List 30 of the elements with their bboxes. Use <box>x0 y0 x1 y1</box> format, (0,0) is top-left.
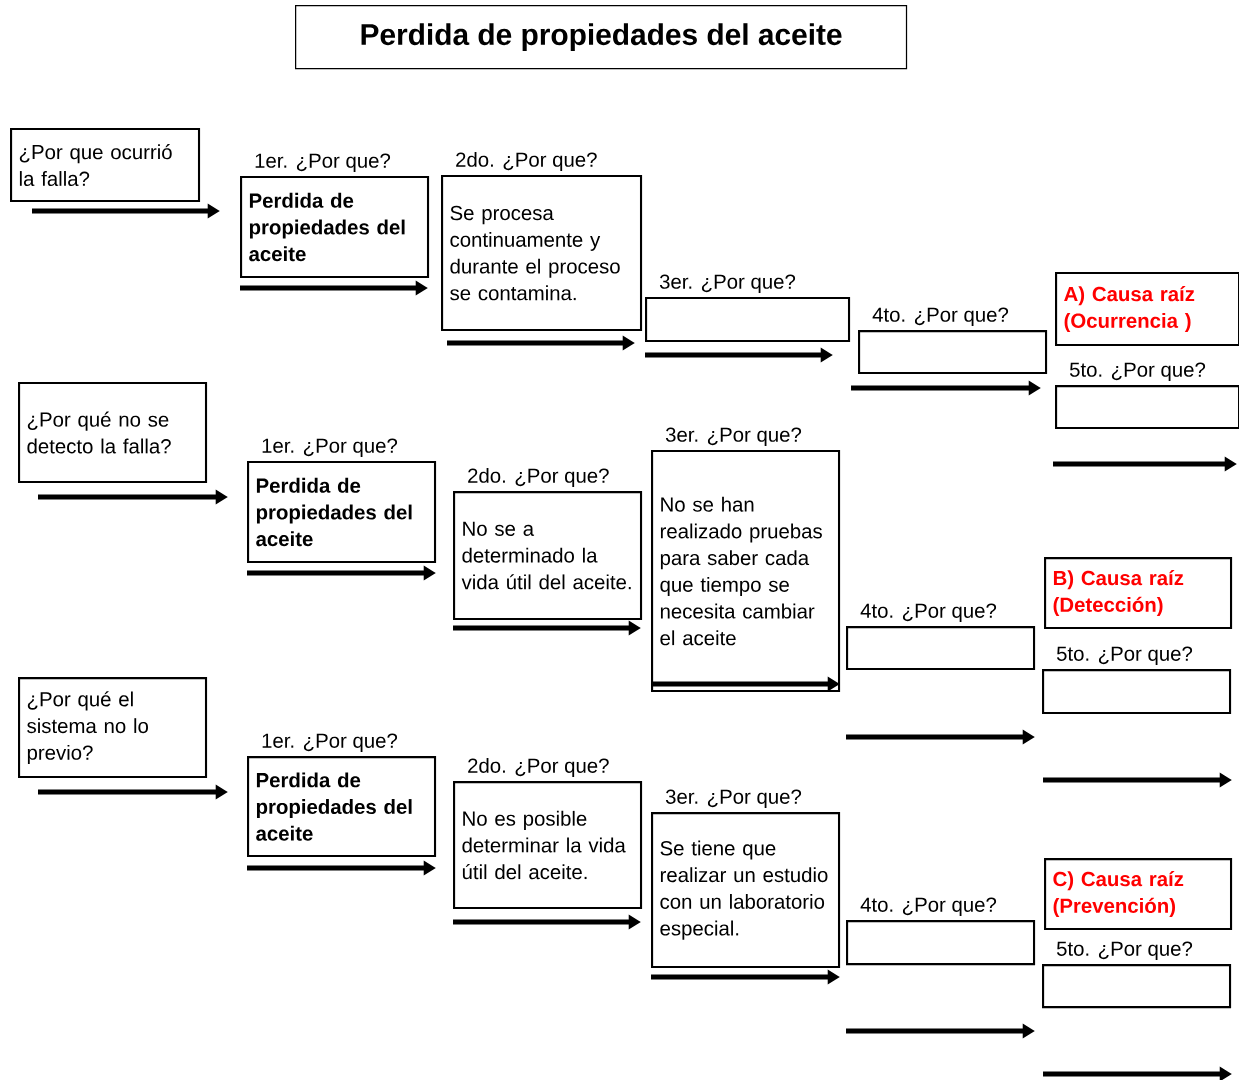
question-box: ¿Por qué el sistema no lo previo? <box>18 677 208 779</box>
box-heading: 2do. ¿Por que? <box>468 467 609 487</box>
box-heading: 2do. ¿Por que? <box>468 757 609 777</box>
answer-box: No se a determinado la vida útil del aceite. <box>453 491 643 621</box>
answer-box: No es posible determinar la vida útil del aceite. <box>453 781 643 910</box>
box-heading: 3er. ¿Por que? <box>659 274 796 293</box>
answer-box: Se tiene que realizar un estudio con un laboratorio especial. <box>651 812 841 969</box>
box-heading: 4to. ¿Por que? <box>872 307 1009 326</box>
question-box: ¿Por qué no se detecto la falla? <box>18 382 208 484</box>
box-heading: 5to. ¿Por que? <box>1056 646 1193 665</box>
box-heading: 2do. ¿Por que? <box>456 151 597 171</box>
box-heading: 1er. ¿Por que? <box>262 438 398 457</box>
answer-box: Perdida de propiedades del aceite <box>247 461 437 564</box>
root-cause-box: A) Causa raíz (Ocurrencia ) <box>1055 272 1239 347</box>
box-heading: 1er. ¿Por que? <box>262 733 398 752</box>
title-box: Perdida de propiedades del aceite <box>295 5 908 70</box>
answer-box: Perdida de propiedades del aceite <box>240 176 430 279</box>
box-heading: 3er. ¿Por que? <box>665 789 802 808</box>
root-cause-box: C) Causa raíz (Prevención) <box>1044 858 1233 931</box>
box-heading: 3er. ¿Por que? <box>665 427 802 446</box>
box-heading: 5to. ¿Por que? <box>1069 362 1206 381</box>
question-box: ¿Por que ocurrió la falla? <box>10 128 201 203</box>
box-heading: 1er. ¿Por que? <box>255 153 391 172</box>
answer-box: Se procesa continuamente y durante el proceso se contamina. <box>441 175 643 332</box>
box-heading: 4to. ¿Por que? <box>860 897 997 916</box>
box-heading: 5to. ¿Por que? <box>1056 941 1193 960</box>
answer-box: No se han realizado pruebas para saber cada que tiempo se necesita cambiar el aceite <box>651 450 841 693</box>
root-cause-box: B) Causa raíz (Detección) <box>1044 557 1233 630</box>
box-heading: 4to. ¿Por que? <box>860 603 997 622</box>
answer-box: Perdida de propiedades del aceite <box>247 756 437 858</box>
